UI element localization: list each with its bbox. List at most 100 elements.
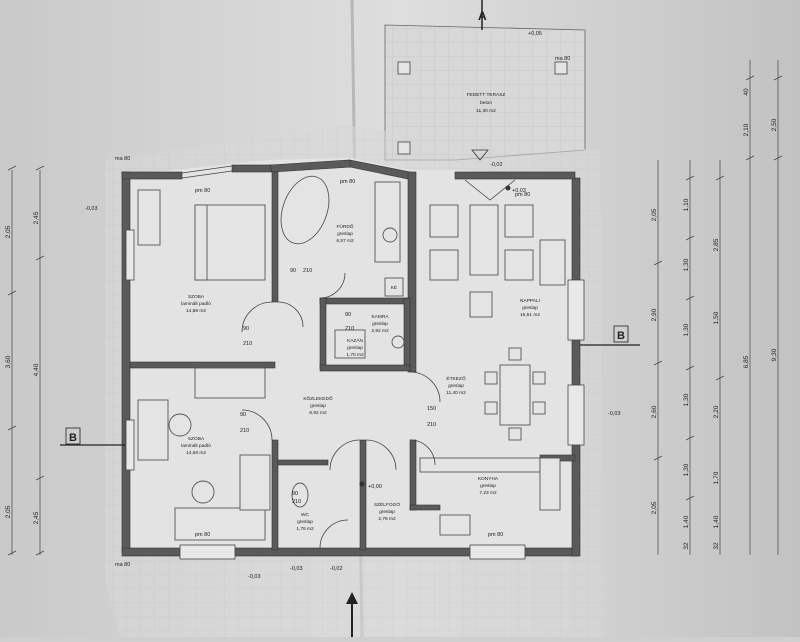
svg-text:32: 32 — [713, 542, 720, 550]
interior-walls — [129, 171, 576, 551]
svg-text:laminált padló: laminált padló — [181, 301, 211, 307]
furniture — [137, 175, 566, 541]
svg-text:2,92 m2: 2,92 m2 — [371, 328, 389, 334]
svg-text:90: 90 — [240, 412, 246, 418]
svg-text:FÜRDŐ: FÜRDŐ — [336, 223, 353, 230]
svg-text:16,51 m2: 16,51 m2 — [520, 312, 540, 318]
svg-text:210: 210 — [345, 326, 354, 332]
svg-text:90: 90 — [243, 326, 249, 332]
svg-text:SZÉLFOGÓ: SZÉLFOGÓ — [374, 501, 400, 508]
svg-text:1,30: 1,30 — [683, 323, 690, 336]
svg-text:beton: beton — [480, 100, 492, 106]
svg-text:2,45: 2,45 — [33, 511, 40, 524]
svg-text:4,40: 4,40 — [33, 363, 40, 376]
svg-text:KÖZLEKEDŐ: KÖZLEKEDŐ — [303, 395, 333, 402]
right-dimension-texts-c: 6,85 — [743, 355, 750, 368]
svg-text:greslap: greslap — [337, 231, 353, 237]
left-outer-dimension-texts: 2,05 3,60 2,05 — [5, 225, 12, 518]
room-label-dining: ÉTKEZŐ greslap 11,40 m2 — [446, 375, 466, 396]
svg-text:-0,03: -0,03 — [290, 566, 303, 572]
svg-text:greslap: greslap — [372, 321, 388, 327]
outer-walls — [121, 159, 585, 560]
entrance-arrow — [346, 592, 358, 637]
svg-text:9,30: 9,30 — [771, 348, 778, 361]
section-marker-b-left: B — [60, 427, 125, 446]
room-label-bedroom2: SZOBA laminált padló 14,58 m2 — [181, 436, 211, 456]
svg-text:2,76 m2: 2,76 m2 — [378, 516, 396, 522]
svg-text:210: 210 — [240, 428, 249, 434]
svg-text:greslap: greslap — [347, 345, 363, 351]
svg-text:ma 80: ma 80 — [115, 156, 130, 162]
svg-text:32: 32 — [683, 542, 690, 550]
svg-text:pm 80: pm 80 — [488, 532, 503, 538]
left-dimension-lines — [7, 165, 45, 556]
svg-text:40: 40 — [743, 88, 750, 96]
svg-text:6,92 m2: 6,92 m2 — [309, 410, 327, 416]
right-dimension-lines — [653, 60, 783, 555]
room-label-utility: KAZÁN greslap 1,70 m2 — [346, 337, 364, 358]
room-label-kitchen: KONYHA greslap 7,23 m2 — [478, 476, 499, 496]
right-dimension-texts-d: 2,50 9,30 — [771, 118, 778, 361]
svg-text:2,20: 2,20 — [713, 405, 720, 418]
section-marker-a: A — [478, 0, 487, 30]
svg-text:+0,05: +0,05 — [528, 31, 542, 37]
room-label-hallway: KÖZLEKEDŐ greslap 6,92 m2 — [303, 395, 333, 416]
svg-text:6,57 m2: 6,57 m2 — [336, 238, 354, 244]
svg-text:1,50: 1,50 — [713, 311, 720, 324]
svg-text:KONYHA: KONYHA — [478, 476, 499, 482]
svg-text:-0,02: -0,02 — [490, 162, 503, 168]
svg-text:2,60: 2,60 — [651, 405, 658, 418]
svg-text:pm 80: pm 80 — [515, 192, 530, 198]
svg-text:FEDETT TERASZ: FEDETT TERASZ — [467, 92, 506, 98]
svg-text:2,45: 2,45 — [33, 211, 40, 224]
svg-text:11,40 m2: 11,40 m2 — [446, 390, 466, 396]
svg-text:greslap: greslap — [480, 483, 496, 489]
svg-text:greslap: greslap — [448, 383, 464, 389]
svg-text:A: A — [478, 9, 487, 23]
svg-text:pm 80: pm 80 — [340, 179, 355, 185]
svg-text:KAZÁN: KAZÁN — [347, 337, 364, 344]
svg-text:B: B — [617, 330, 625, 342]
svg-text:1,40: 1,40 — [683, 515, 690, 528]
window-labels: pm 80 pm 80 pm 80 pm 80 pm 80 ma 80 ma 8… — [115, 56, 570, 568]
svg-text:2,05: 2,05 — [5, 505, 12, 518]
room-label-entry: SZÉLFOGÓ greslap 2,76 m2 — [374, 501, 400, 522]
svg-text:7,23 m2: 7,23 m2 — [479, 490, 497, 496]
svg-text:+0,03: +0,03 — [512, 188, 526, 194]
svg-text:greslap: greslap — [310, 403, 326, 409]
chimney-label: KÉ — [391, 284, 397, 291]
svg-text:14,88 m2: 14,88 m2 — [186, 308, 206, 314]
svg-text:2,05: 2,05 — [651, 501, 658, 514]
svg-text:14,58 m2: 14,58 m2 — [186, 450, 206, 456]
room-label-terrace: FEDETT TERASZ beton 11,30 m2 — [467, 92, 506, 114]
svg-text:greslap: greslap — [379, 509, 395, 515]
svg-text:210: 210 — [303, 268, 312, 274]
svg-text:B: B — [69, 432, 77, 444]
svg-text:6,85: 6,85 — [743, 355, 750, 368]
left-inner-dimension-texts: 2,45 4,40 2,45 — [33, 211, 40, 524]
svg-text:ma 80: ma 80 — [555, 56, 570, 62]
svg-text:-0,03: -0,03 — [608, 411, 621, 417]
svg-text:KAMRA: KAMRA — [371, 314, 389, 320]
svg-text:1,70 m2: 1,70 m2 — [346, 352, 364, 358]
svg-text:90: 90 — [345, 312, 351, 318]
svg-text:11,30 m2: 11,30 m2 — [476, 108, 496, 114]
svg-text:pm 80: pm 80 — [195, 532, 210, 538]
svg-text:150: 150 — [427, 406, 436, 412]
svg-text:NAPPALI: NAPPALI — [520, 298, 540, 304]
svg-text:90: 90 — [290, 268, 296, 274]
svg-text:2,05: 2,05 — [651, 208, 658, 221]
terrace-column-2 — [554, 61, 568, 75]
level-markers: -0,03 -0,03 +0,03 -0,02 +0,00 -0,03 -0,0… — [85, 31, 621, 580]
svg-text:1,30: 1,30 — [683, 393, 690, 406]
terrace-column-1 — [397, 61, 411, 75]
svg-text:2,10: 2,10 — [743, 123, 750, 136]
svg-text:1,70: 1,70 — [713, 471, 720, 484]
svg-text:1,30: 1,30 — [683, 463, 690, 476]
room-label-bathroom: FÜRDŐ greslap 6,57 m2 — [336, 223, 354, 244]
svg-text:1,76 m2: 1,76 m2 — [296, 526, 314, 532]
svg-text:1,10: 1,10 — [683, 198, 690, 211]
right-dimension-texts-b: 1,40 1,70 2,20 1,50 2,85 — [713, 238, 720, 528]
